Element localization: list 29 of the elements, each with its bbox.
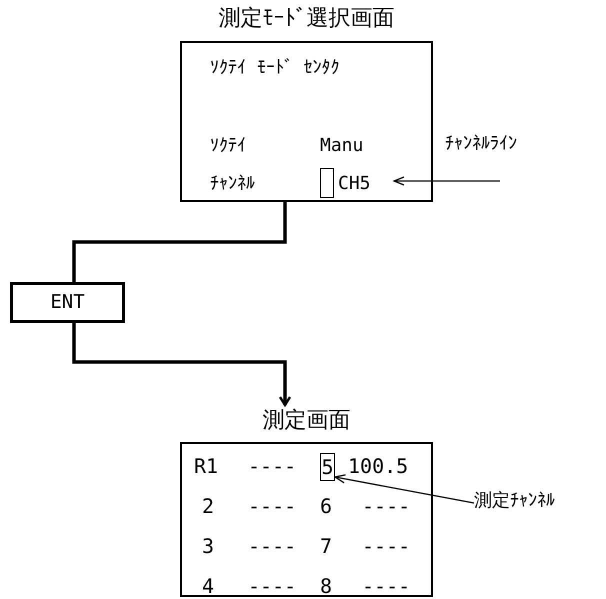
display-text: ﾁｬﾝﾈﾙ bbox=[210, 175, 255, 193]
selected-channel: 5 bbox=[320, 453, 335, 481]
callout-label: ﾁｬﾝﾈﾙﾗｲﾝ bbox=[445, 135, 517, 153]
flow-arrow bbox=[72, 323, 292, 406]
screen-title: 測定画面 bbox=[262, 410, 350, 432]
display-text: 4 bbox=[202, 576, 214, 596]
display-text: 100.5 bbox=[348, 456, 408, 476]
display-text: 7 bbox=[320, 536, 332, 556]
screen-title: 測定ﾓｰﾄﾞ選択画面 bbox=[218, 8, 394, 30]
key-button: ENT bbox=[10, 282, 125, 323]
callout-label: 測定ﾁｬﾝﾈﾙ bbox=[474, 492, 555, 510]
display-text: ｿｸﾃｲ ﾓｰﾄﾞ ｾﾝﾀｸ bbox=[210, 59, 340, 77]
display-text: R1 bbox=[194, 456, 218, 476]
display-text: ---- bbox=[362, 536, 410, 556]
display-text: 6 bbox=[320, 496, 332, 516]
display-text: 2 bbox=[202, 496, 214, 516]
display-text: 3 bbox=[202, 536, 214, 556]
display-text: CH5 bbox=[338, 175, 371, 193]
display-text: ---- bbox=[362, 576, 410, 596]
display-text: Manu bbox=[320, 137, 364, 155]
leader-line bbox=[334, 474, 474, 504]
display-text: ---- bbox=[362, 496, 410, 516]
display-text: ---- bbox=[248, 536, 296, 556]
display-text: ---- bbox=[248, 496, 296, 516]
leader-line bbox=[393, 176, 500, 186]
display-text: ｿｸﾃｲ bbox=[210, 137, 246, 155]
display-text: ---- bbox=[248, 456, 296, 476]
display-text: ---- bbox=[248, 576, 296, 596]
display-text: 8 bbox=[320, 576, 332, 596]
